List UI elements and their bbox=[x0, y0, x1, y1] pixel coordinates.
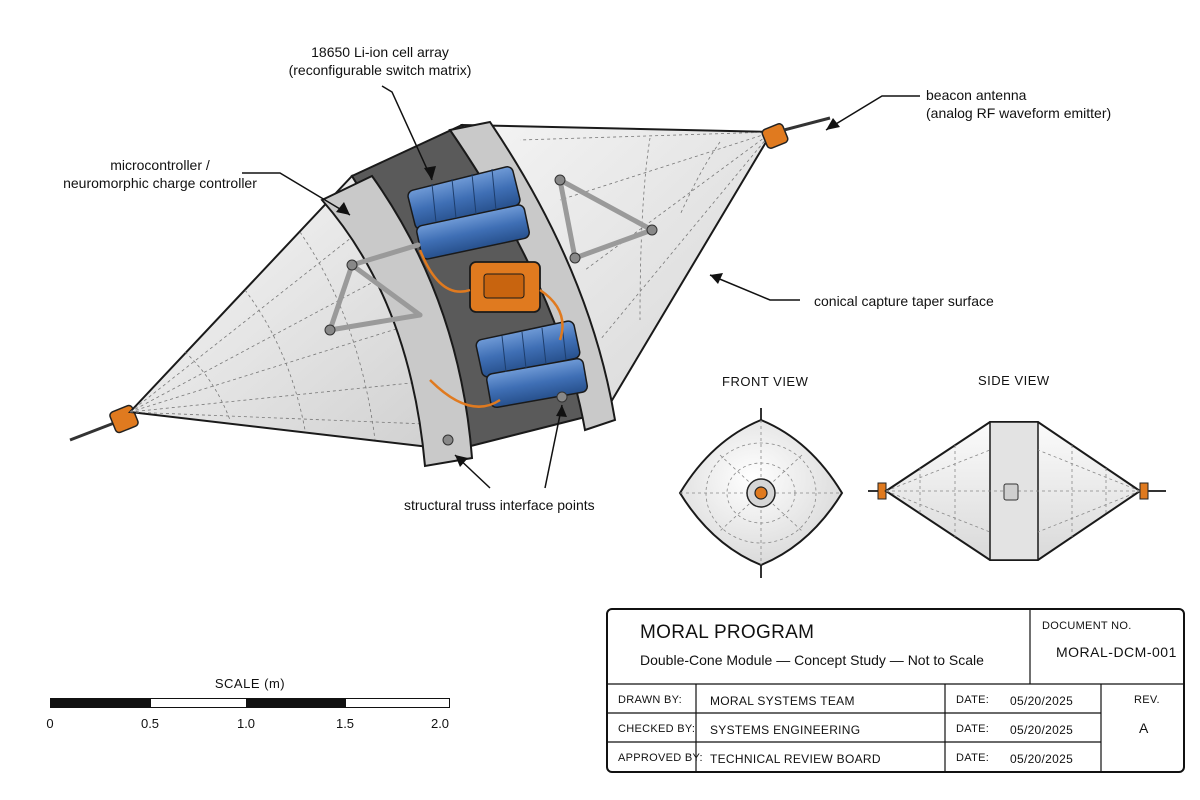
scale-title: SCALE (m) bbox=[214, 676, 286, 691]
structural-truss bbox=[327, 177, 655, 333]
right-antenna bbox=[783, 116, 831, 132]
callout-antenna-line1: beacon antenna bbox=[926, 87, 1027, 103]
drawing-subtitle: Double-Cone Module — Concept Study — Not… bbox=[640, 652, 984, 668]
wiring-harness bbox=[418, 249, 564, 408]
front-view-drawing bbox=[678, 408, 844, 578]
left-cone-panel-lines bbox=[129, 214, 451, 441]
scale-tick: 0.5 bbox=[140, 716, 160, 731]
callout-controller-line1: microcontroller / bbox=[110, 157, 210, 173]
document-number-label: DOCUMENT NO. bbox=[1042, 620, 1132, 632]
callout-truss: structural truss interface points bbox=[404, 497, 595, 513]
scale-tick: 1.5 bbox=[335, 716, 355, 731]
side-view-title: SIDE VIEW bbox=[978, 373, 1050, 388]
checked-date-value: 05/20/2025 bbox=[1010, 723, 1074, 737]
approved-date-value: 05/20/2025 bbox=[1010, 752, 1074, 766]
callout-antenna-line2: (analog RF waveform emitter) bbox=[926, 105, 1112, 121]
controller-chip bbox=[483, 273, 525, 299]
side-view-drawing bbox=[868, 421, 1166, 561]
scale-segment-2 bbox=[150, 698, 247, 708]
approved-date-label: DATE: bbox=[956, 752, 990, 764]
upper-battery-pack bbox=[407, 166, 530, 260]
program-title: MORAL PROGRAM bbox=[640, 622, 815, 643]
callout-controller: microcontroller / neuromorphic charge co… bbox=[40, 156, 280, 192]
drawn-by-label: DRAWN BY: bbox=[618, 694, 683, 706]
right-antenna-collar bbox=[761, 123, 789, 149]
checked-by-value: SYSTEMS ENGINEERING bbox=[710, 723, 861, 737]
revision-value: A bbox=[1139, 720, 1149, 736]
callout-controller-line2: neuromorphic charge controller bbox=[63, 175, 257, 191]
title-block-grid bbox=[608, 610, 1183, 771]
scale-tick: 1.0 bbox=[236, 716, 256, 731]
scale-segment-3 bbox=[246, 698, 346, 708]
approved-by-label: APPROVED BY: bbox=[618, 752, 703, 764]
callout-antenna: beacon antenna (analog RF waveform emitt… bbox=[926, 86, 1111, 122]
scale-tick: 0 bbox=[46, 716, 54, 731]
right-cone-panel-lines bbox=[519, 131, 773, 341]
drawn-date-label: DATE: bbox=[956, 694, 990, 706]
callout-cell-array-line1: 18650 Li-ion cell array bbox=[311, 44, 449, 60]
revision-label: REV. bbox=[1134, 694, 1160, 706]
checked-by-label: CHECKED BY: bbox=[618, 723, 696, 735]
scale-tick: 2.0 bbox=[430, 716, 450, 731]
main-module bbox=[69, 116, 831, 468]
front-view-title: FRONT VIEW bbox=[722, 374, 809, 389]
checked-date-label: DATE: bbox=[956, 723, 990, 735]
drawn-date-value: 05/20/2025 bbox=[1010, 694, 1074, 708]
drawn-by-value: MORAL SYSTEMS TEAM bbox=[710, 694, 855, 708]
callout-cell-array-line2: (reconfigurable switch matrix) bbox=[288, 62, 472, 78]
title-block: MORAL PROGRAM Double-Cone Module — Conce… bbox=[606, 608, 1185, 773]
approved-by-value: TECHNICAL REVIEW BOARD bbox=[710, 752, 881, 766]
scale-segment-1 bbox=[50, 698, 150, 708]
document-number: MORAL-DCM-001 bbox=[1056, 644, 1177, 660]
truss-nodes bbox=[324, 174, 658, 446]
leader-arrowheads bbox=[336, 118, 840, 467]
scale-segment-4 bbox=[345, 698, 450, 708]
callout-taper: conical capture taper surface bbox=[814, 293, 994, 309]
callout-cell-array: 18650 Li-ion cell array (reconfigurable … bbox=[262, 43, 498, 79]
